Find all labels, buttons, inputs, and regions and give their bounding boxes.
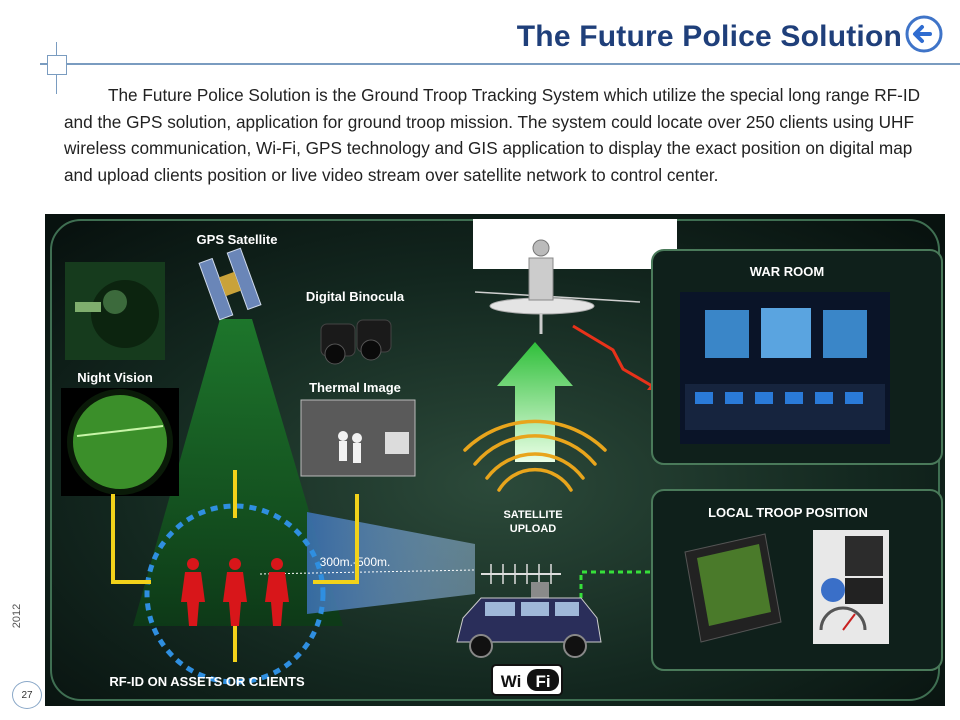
range-beam [307,512,475,614]
troop-tracking-diagram: GPS Satellite Night Vision Digital Binoc… [45,214,945,706]
war-room-photo [680,292,890,444]
vehicle-icon [456,582,602,658]
satellite-upload-arrow [497,342,573,462]
rugged-tablet-image [684,533,782,643]
page-title: The Future Police Solution [516,20,902,53]
wifi-logo: Wi Fi [491,664,563,696]
header-divider [40,63,960,65]
troop-silhouette-icon [181,558,289,626]
night-vision-headset-image [65,262,165,360]
thermal-image-picture [300,399,416,477]
night-vision-scope-image [61,388,179,496]
satellite-placeholder-box [473,219,677,269]
back-arrow-icon[interactable] [904,14,944,54]
satellite-warroom-link [572,324,660,392]
wifi-logo-wi: Wi [501,672,522,691]
vehicle-troop-link [579,570,651,598]
gps-satellite-icon [198,247,262,321]
satellite-upload-label-line1: SATELLITE [503,509,562,521]
antenna-array-icon [481,564,561,584]
war-room-label: WAR ROOM [750,264,824,279]
digital-binocular-icon [320,319,392,365]
rfid-range-ring [144,503,326,685]
local-troop-position-label: LOCAL TROOP POSITION [708,505,868,520]
wifi-logo-fi: Fi [535,672,550,691]
digital-binocular-label: Digital Binocula [306,289,405,304]
satellite-upload-label-line2: UPLOAD [510,523,557,535]
communication-satellite-icon [474,239,641,334]
page-number: 27 [12,681,42,709]
footer-year: 2012 [11,603,23,629]
intro-paragraph: The Future Police Solution is the Ground… [64,85,921,185]
thermal-image-label: Thermal Image [309,380,401,395]
corner-marker [47,55,67,75]
night-vision-label: Night Vision [77,370,153,385]
gps-coverage-cone [133,319,343,626]
radio-wave-icon [463,419,607,492]
rfid-label: RF-ID ON ASSETS OR CLIENTS [109,674,305,689]
gps-status-display-image [813,530,889,644]
gps-satellite-label: GPS Satellite [197,232,278,247]
